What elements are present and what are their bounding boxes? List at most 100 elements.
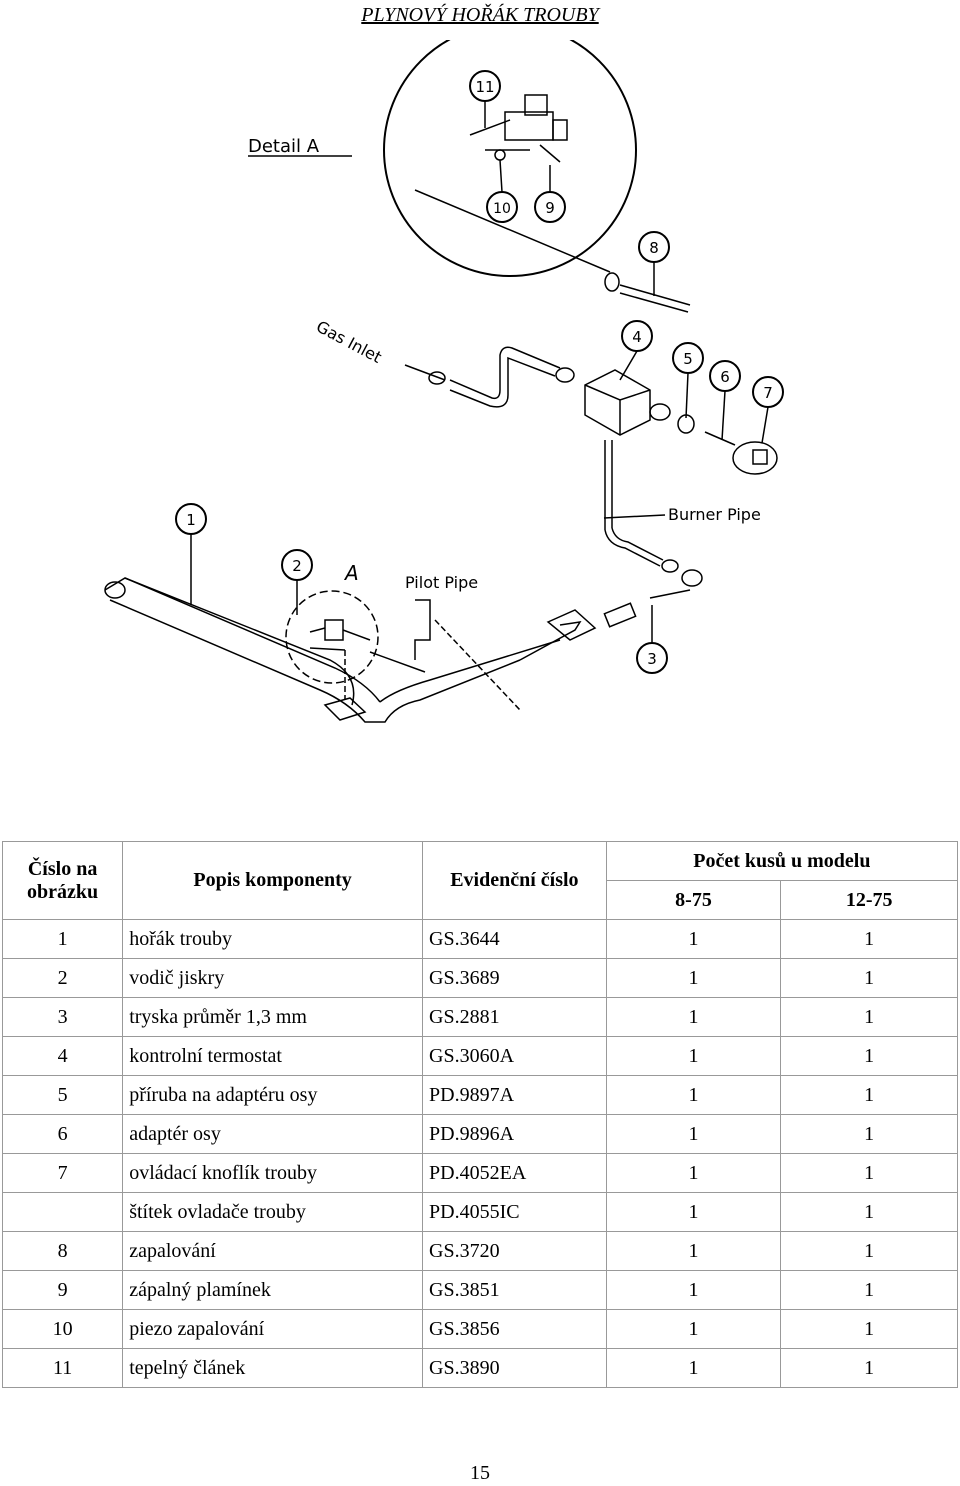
row-count-12-75: 1 [780,919,958,959]
detail-a-circle [285,590,379,684]
row-number: 8 [1,1231,124,1271]
row-description: příruba na adaptéru osy [122,1075,424,1115]
burner-pipe [603,440,703,628]
row-code: GS.3856 [422,1309,607,1349]
row-number: 3 [1,997,124,1037]
detail-pilot-assembly [469,94,568,163]
row-code: GS.3644 [422,919,607,959]
row-count-12-75: 1 [780,1231,958,1271]
callout-number: 11 [475,78,494,96]
callout-number: 7 [763,384,773,402]
row-description: tryska průměr 1,3 mm [122,997,424,1037]
row-count-8-75: 1 [605,1231,782,1271]
row-count-12-75: 1 [780,1348,958,1388]
row-count-12-75: 1 [780,1114,958,1154]
control-knob [732,441,778,475]
row-number: 1 [1,919,124,959]
row-code: PD.4052EA [422,1153,607,1193]
row-code: GS.3720 [422,1231,607,1271]
row-number: 7 [1,1153,124,1193]
row-description: zapalování [122,1231,424,1271]
row-count-8-75: 1 [605,1348,782,1388]
header-description: Popis komponenty [122,841,424,920]
row-count-12-75: 1 [780,1036,958,1076]
header-count: Počet kusů u modelu [605,841,959,881]
pilot-pipe-label: Pilot Pipe [405,573,478,592]
row-count-8-75: 1 [605,997,782,1037]
row-code: PD.9897A [422,1075,607,1115]
row-description: ovládací knoflík trouby [122,1153,424,1193]
row-code: GS.3689 [422,958,607,998]
row-count-12-75: 1 [780,1153,958,1193]
callout-number: 4 [632,328,642,346]
pilot-assembly [309,619,371,651]
row-number [1,1192,124,1232]
row-count-8-75: 1 [605,1270,782,1310]
row-count-8-75: 1 [605,1114,782,1154]
row-number: 10 [1,1309,124,1349]
callout-number: 6 [720,368,730,386]
row-description: tepelný článek [122,1348,424,1388]
detail-a-label: Detail A [248,136,320,157]
row-code: PD.9896A [422,1114,607,1154]
detail-circle [383,40,637,277]
row-description: kontrolní termostat [122,1036,424,1076]
row-count-12-75: 1 [780,1309,958,1349]
row-count-12-75: 1 [780,997,958,1037]
callout-number: 2 [292,557,302,575]
row-number: 5 [1,1075,124,1115]
row-count-8-75: 1 [605,1192,782,1232]
row-count-8-75: 1 [605,958,782,998]
row-number: 9 [1,1270,124,1310]
mounting-bracket [323,697,367,721]
row-code: GS.3890 [422,1348,607,1388]
row-count-8-75: 1 [605,1075,782,1115]
row-code: GS.3851 [422,1270,607,1310]
parts-table: Číslo na obrázku Popis komponenty Eviden… [1,841,959,1388]
row-description: adaptér osy [122,1114,424,1154]
row-code: GS.3060A [422,1036,607,1076]
row-number: 6 [1,1114,124,1154]
callout-number: 5 [683,350,693,368]
gas-inlet-pipe [404,346,575,408]
row-count-8-75: 1 [605,1309,782,1349]
callout-number: 9 [545,199,555,217]
oven-burner-tube [104,577,597,723]
header-registration: Evidenční číslo [422,841,607,920]
row-code: PD.4055IC [422,1192,607,1232]
header-number: Číslo na obrázku [1,841,124,920]
row-number: 11 [1,1348,124,1388]
row-count-8-75: 1 [605,1036,782,1076]
row-description: štítek ovladače trouby [122,1192,424,1232]
row-count-12-75: 1 [780,1075,958,1115]
igniter-part [604,272,691,313]
row-count-8-75: 1 [605,1153,782,1193]
header-model-a: 8-75 [605,880,782,920]
gas-inlet-label: Gas Inlet [313,317,385,367]
row-number: 4 [1,1036,124,1076]
row-description: piezo zapalování [122,1309,424,1349]
callout-number: 3 [647,650,657,668]
burner-diagram: Detail A 11 10 9 8 [0,40,960,780]
row-count-12-75: 1 [780,1192,958,1232]
page-title: PLYNOVÝ HOŘÁK TROUBY [361,4,599,26]
burner-pipe-label: Burner Pipe [668,505,761,524]
callout-number: 10 [493,201,511,217]
row-description: hořák trouby [122,919,424,959]
row-count-12-75: 1 [780,958,958,998]
callout-number: 8 [649,239,659,257]
row-code: GS.2881 [422,997,607,1037]
thermostat-body [584,369,671,436]
